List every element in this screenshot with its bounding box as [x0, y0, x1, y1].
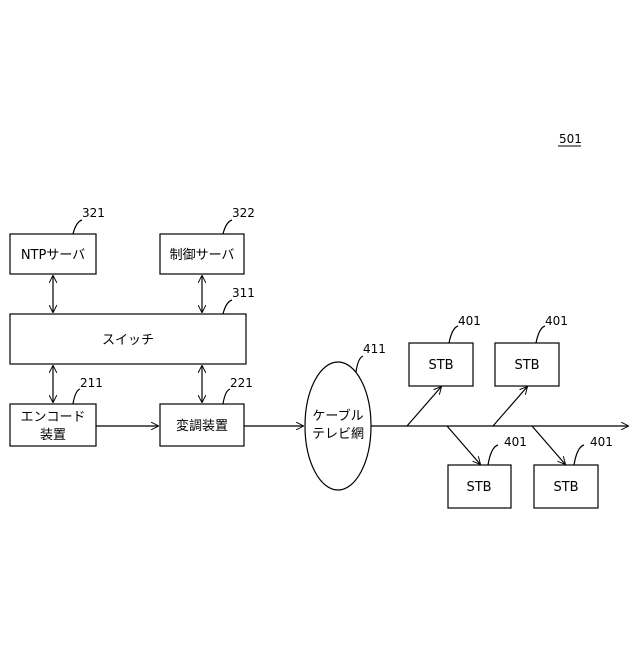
stb-label-4: STB	[553, 480, 578, 495]
figure-ref: 501	[559, 132, 582, 146]
ntp-server-label: NTPサーバ	[21, 248, 85, 263]
branch-arrow-stb-1	[407, 387, 441, 426]
branch-arrow-stb-3	[447, 426, 480, 464]
branch-arrow-stb-4	[532, 426, 565, 464]
control-server-leader	[223, 220, 232, 234]
cable-network-ellipse	[305, 362, 371, 490]
control-server-label: 制御サーバ	[170, 248, 235, 263]
modulator-leader	[223, 389, 230, 404]
stb-label-1: STB	[428, 358, 453, 373]
stb-ref-3: 401	[504, 435, 527, 449]
encoder-label-line2: 装置	[40, 428, 66, 443]
stb-leader-4	[574, 445, 584, 465]
stb-ref-4: 401	[590, 435, 613, 449]
switch-label: スイッチ	[102, 333, 154, 348]
switch-ref: 311	[232, 286, 255, 300]
stb-ref-2: 401	[545, 314, 568, 328]
stb-leader-2	[536, 326, 545, 343]
cable-network-ref: 411	[363, 342, 386, 356]
encoder-label-line1: エンコード	[20, 410, 85, 425]
modulator-ref: 221	[230, 376, 253, 390]
cable-network-label-line1: ケーブル	[312, 408, 363, 424]
stb-leader-3	[488, 445, 498, 465]
ntp-server-leader	[73, 220, 82, 234]
stb-leader-1	[449, 326, 458, 343]
stb-ref-1: 401	[458, 314, 481, 328]
control-server-ref: 322	[232, 206, 255, 220]
ntp-server-ref: 321	[82, 206, 105, 220]
switch-leader	[223, 300, 232, 314]
encoder-leader	[73, 389, 80, 404]
stb-label-3: STB	[466, 480, 491, 495]
cable-network-leader	[356, 356, 363, 372]
stb-label-2: STB	[514, 358, 539, 373]
encoder-ref: 211	[80, 376, 103, 390]
modulator-label: 変調装置	[176, 418, 228, 434]
branch-arrow-stb-2	[493, 387, 527, 426]
cable-network-label-line2: テレビ網	[312, 427, 364, 442]
